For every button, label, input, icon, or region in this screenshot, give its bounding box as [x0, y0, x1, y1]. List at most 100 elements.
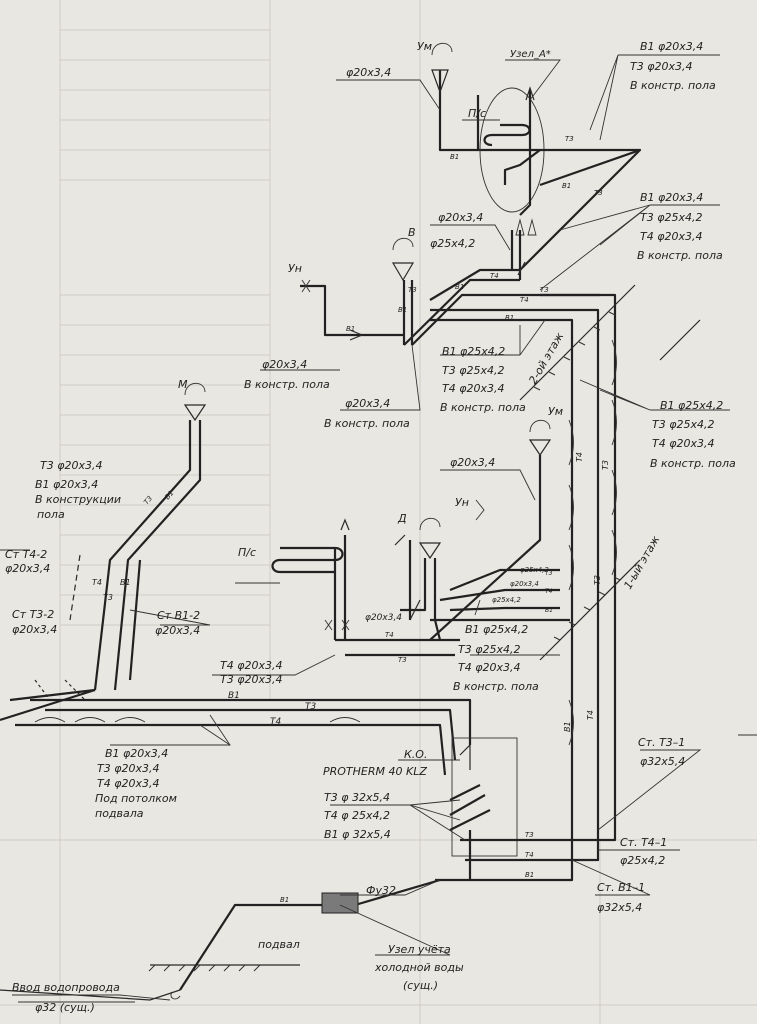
- label-podval: подвал: [258, 938, 300, 951]
- label-right-2-1: В1 φ25х4,2: [660, 399, 723, 412]
- label-right-2-3: Т4 φ20х3,4: [652, 437, 714, 450]
- svg-text:Т4: Т4: [385, 631, 394, 639]
- top-fixture-group: В1 Т3 В1 Т3: [431, 42, 642, 271]
- svg-text:Т3: Т3: [103, 593, 113, 602]
- label-du32: Фу32: [366, 884, 396, 897]
- label-left-t3-4: пола: [37, 508, 65, 521]
- label-top-right-2: Т3 φ20х3,4: [630, 60, 692, 73]
- label-basement-4: Под потолком: [95, 792, 177, 805]
- label-small-2: φ20х3,4: [510, 580, 539, 588]
- label-d-mark: Д: [397, 512, 407, 525]
- label-right-2-4: В констр. пола: [650, 457, 736, 470]
- label-top-right-1: В1 φ20х3,4: [640, 40, 703, 53]
- svg-text:Т3: Т3: [408, 286, 417, 294]
- label-st-b1-1: Ст. В1–1: [597, 881, 645, 894]
- svg-text:Т3: Т3: [398, 656, 407, 664]
- label-st-t3-2d: φ20х3,4: [12, 623, 57, 636]
- label-low-center-1: В1 φ25х4,2: [465, 623, 528, 636]
- label-low-center-4: В констр. пола: [453, 680, 539, 693]
- label-small-1: φ25х4,2: [520, 566, 549, 574]
- label-um-top: Ум: [417, 40, 432, 53]
- svg-text:Т4: Т4: [525, 851, 534, 859]
- label-um-mid: Ум: [548, 405, 563, 418]
- floor-markers: [519, 284, 701, 661]
- label-d20-v: φ20х3,4: [438, 211, 483, 224]
- label-d25-v: φ25х4,2: [430, 237, 475, 250]
- label-mid-right-4: В констр. пола: [637, 249, 723, 262]
- svg-text:Т3: Т3: [601, 460, 610, 470]
- label-st-t4-1: Ст. Т4–1: [620, 836, 667, 849]
- label-st-t3-1d: φ32х5,4: [640, 755, 685, 768]
- label-floor-2: 2-ой этаж: [526, 330, 566, 386]
- svg-text:Т3: Т3: [545, 570, 553, 577]
- label-st-t4-1d: φ25х4,2: [620, 854, 665, 867]
- label-center-low-2: В констр. пола: [324, 417, 410, 430]
- label-right-2-2: Т3 φ25х4,2: [652, 418, 714, 431]
- svg-text:Т4: Т4: [520, 296, 529, 304]
- label-small-3: φ25х4,2: [492, 596, 521, 604]
- svg-text:В1: В1: [563, 721, 572, 732]
- label-left-t3-3: В конструкции: [35, 493, 121, 506]
- svg-text:В1: В1: [228, 691, 240, 701]
- label-center-1: В1 φ25х4,2: [442, 345, 505, 358]
- label-d20-top: φ20х3,4: [346, 66, 391, 79]
- label-left-t3-1: Т3 φ20х3,4: [40, 459, 102, 472]
- basement-pipes: В1 Т3 Т4: [0, 688, 472, 776]
- annotation-labels: Ум Узел_А* П/с φ20х3,4 В1 φ20х3,4 Т3 φ20…: [5, 40, 736, 1014]
- label-ko: К.О.: [404, 748, 427, 761]
- label-m-mark: М: [178, 378, 188, 391]
- label-t4-mid-1: Т4 φ20х3,4: [220, 659, 282, 672]
- svg-text:Т4: Т4: [545, 588, 553, 595]
- label-top-right-3: В констр. пола: [630, 79, 716, 92]
- svg-text:В1: В1: [346, 325, 355, 333]
- label-st-t4-2: Ст Т4-2: [5, 548, 47, 561]
- svg-text:В1: В1: [562, 182, 571, 190]
- label-left-mid-2: В констр. пола: [244, 378, 330, 391]
- svg-text:Т4: Т4: [586, 710, 595, 720]
- label-inlet-2: φ32 (сущ.): [35, 1001, 95, 1014]
- label-mid-right-1: В1 φ20х3,4: [640, 191, 703, 204]
- label-basement-3: Т4 φ20х3,4: [97, 777, 159, 790]
- leader-lines: [0, 54, 757, 1003]
- label-left-t3-2: В1 φ20х3,4: [35, 478, 98, 491]
- label-un-mid: Ун: [455, 496, 469, 509]
- svg-text:Т3: Т3: [305, 702, 316, 712]
- label-floor-1: 1-ый этаж: [621, 533, 662, 591]
- label-low-center-2: Т3 φ25х4,2: [458, 643, 520, 656]
- label-st-t3-2: Ст Т3-2: [12, 608, 54, 621]
- label-mid-right-3: Т4 φ20х3,4: [640, 230, 702, 243]
- label-ps-top: П/с: [468, 107, 486, 120]
- label-center-3: Т4 φ20х3,4: [442, 382, 504, 395]
- label-inlet-1: Ввод водопровода: [12, 981, 120, 994]
- label-basement-2: Т3 φ20х3,4: [97, 762, 159, 775]
- svg-text:В1: В1: [505, 314, 514, 322]
- svg-text:Т3: Т3: [540, 286, 549, 294]
- svg-text:Т4: Т4: [490, 272, 499, 280]
- label-t4-mid-2: Т3 φ20х3,4: [220, 673, 282, 686]
- label-center-low-1: φ20х3,4: [345, 397, 390, 410]
- label-left-mid-1: φ20х3,4: [262, 358, 307, 371]
- svg-text:В1: В1: [450, 153, 459, 161]
- label-boiler-b1: В1 φ 32х5,4: [324, 828, 391, 841]
- svg-text:В1: В1: [120, 578, 131, 587]
- label-meter-1: Узел учёта: [388, 943, 451, 956]
- label-center-2: Т3 φ25х4,2: [442, 364, 504, 377]
- riser-stacks: Т3 Т4 В1 Т3 Т4: [470, 293, 617, 882]
- second-floor-pipes: В1 В1 Т3 В1 Т4 Т3 Т4 В1: [300, 230, 600, 346]
- svg-text:Т4: Т4: [270, 717, 281, 727]
- svg-text:Т3: Т3: [594, 189, 603, 197]
- first-floor-pipes: Т3 Т4 В1: [430, 568, 570, 622]
- label-meter-3: (сущ.): [403, 979, 438, 992]
- boiler-unit: Т3 Т4 В1: [435, 737, 560, 882]
- label-basement-1: В1 φ20х3,4: [105, 747, 168, 760]
- label-st-b1-2d: φ20х3,4: [155, 624, 200, 637]
- label-st-b1-2: Ст В1-2: [157, 609, 200, 622]
- label-un-left: Ун: [288, 262, 302, 275]
- left-risers: Т3 В1 Т4 Т3 В1: [34, 382, 207, 701]
- label-mid-right-2: Т3 φ25х4,2: [640, 211, 702, 224]
- label-small-4: φ20х3,4: [365, 613, 402, 623]
- label-d20-mid: φ20х3,4: [450, 456, 495, 469]
- svg-text:В1: В1: [525, 871, 534, 879]
- water-inlet: В1: [0, 878, 441, 1001]
